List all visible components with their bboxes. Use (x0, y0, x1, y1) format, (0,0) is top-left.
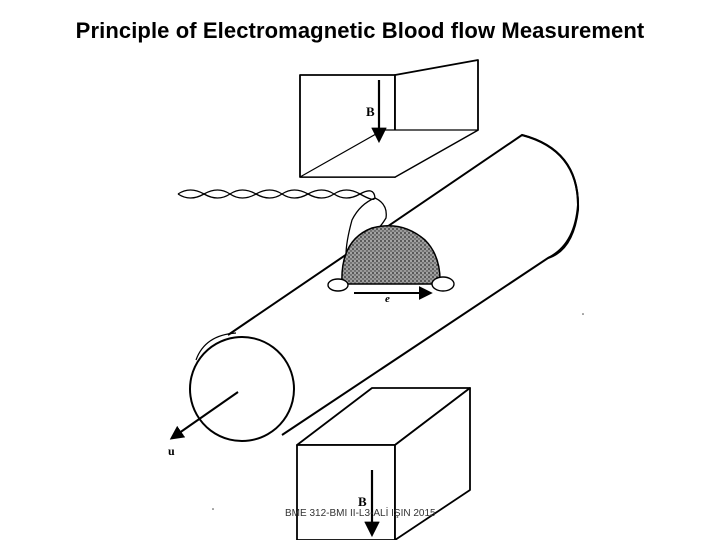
magnet-pole-bottom-icon (296, 387, 471, 540)
emf-label: e (385, 293, 390, 305)
page-title: Principle of Electromagnetic Blood flow … (75, 18, 645, 43)
magnet-pole-top-icon (299, 59, 479, 178)
field-label-bottom: B (358, 494, 367, 509)
velocity-label: u (168, 444, 175, 458)
field-label-top: B (366, 104, 375, 119)
slide-footer: BME 312-BMI II-L3-ALİ IŞIN 2015 (285, 508, 436, 519)
speck-mark (212, 508, 214, 510)
blood-vessel-cylinder-icon (189, 133, 580, 442)
flow-arrow-icon (169, 391, 239, 440)
speck-mark (582, 313, 584, 315)
electrode-cap-icon (327, 225, 455, 292)
